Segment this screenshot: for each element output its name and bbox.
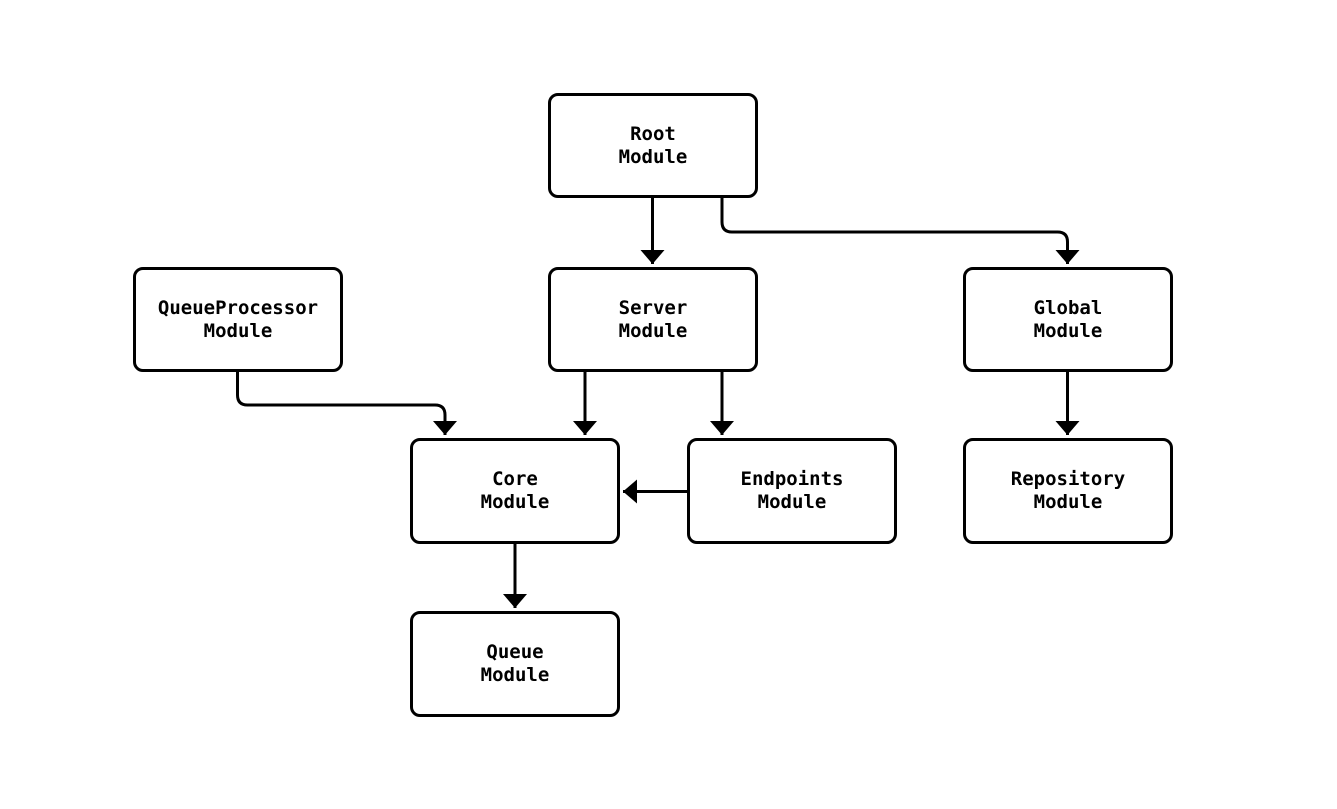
node-queueprocessor-module-label: QueueProcessor Module [157, 296, 319, 342]
node-endpoints-module: Endpoints Module [687, 438, 897, 544]
node-core-module: Core Module [410, 438, 620, 544]
node-server-module: Server Module [548, 267, 758, 372]
edge-queueprocessor-to-core [236, 372, 457, 435]
node-root-module-label: Root Module [618, 122, 688, 168]
node-global-module: Global Module [963, 267, 1173, 372]
node-queue-module: Queue Module [410, 611, 620, 717]
node-server-module-label: Server Module [618, 296, 688, 342]
node-core-module-label: Core Module [480, 468, 550, 513]
node-global-module-label: Global Module [1033, 296, 1103, 342]
edge-root-to-global [720, 198, 1080, 264]
node-endpoints-module-label: Endpoints Module [740, 468, 844, 513]
node-repository-module: Repository Module [963, 438, 1173, 544]
node-queue-module-label: Queue Module [480, 641, 550, 686]
node-root-module: Root Module [548, 93, 758, 198]
node-queueprocessor-module: QueueProcessor Module [133, 267, 343, 372]
node-repository-module-label: Repository Module [1010, 468, 1126, 513]
